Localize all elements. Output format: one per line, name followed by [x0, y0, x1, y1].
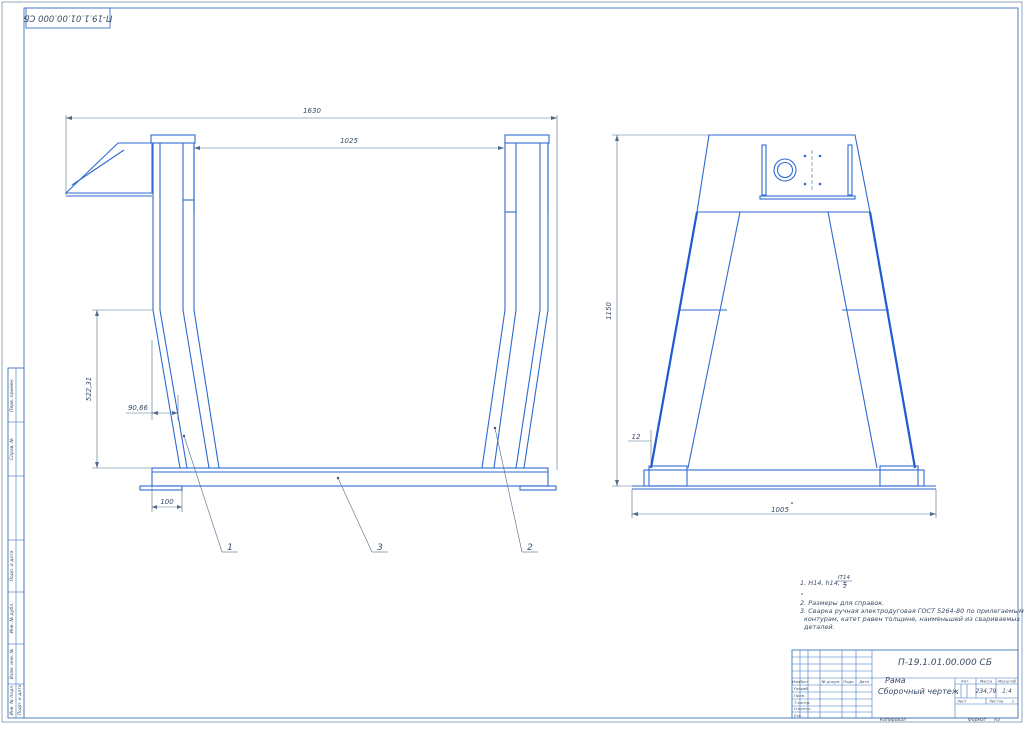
dim-overall-width: 1630 [303, 107, 321, 115]
note-1-fraction-top: IT14 [838, 575, 850, 581]
strip-label-4: Инв. № дубл. [9, 603, 15, 634]
left-bracket [64, 142, 153, 194]
strip-label-6: Подп. и дата [17, 684, 23, 715]
side-legs [649, 211, 917, 469]
tb-scale-value: 1:4 [1002, 688, 1012, 695]
top-stamp: П-19.1.01.00.000 СБ [23, 7, 112, 29]
base-beam [139, 467, 557, 491]
tb-row-utv: Утв. [794, 713, 802, 718]
tb-sheets-label: Листов [988, 699, 1004, 704]
callout-1: 1 [182, 434, 238, 553]
note-1: 1. H14, h14, ± [800, 579, 848, 587]
tb-sheet-label: Лист [956, 699, 967, 704]
strip-label-2: Справ. № [9, 438, 15, 460]
strip-label-3: Подп. и дата [9, 550, 15, 581]
svg-text:2: 2 [527, 543, 533, 553]
tb-col-sign: Подп. [843, 679, 855, 684]
tb-sheets-value: 1 [1012, 699, 1014, 704]
svg-text:3: 3 [377, 543, 383, 553]
strip-label-5: Взам. инв. № [9, 648, 15, 679]
tb-col-date: Дата [858, 679, 870, 684]
tb-scale-label: Масштаб [998, 679, 1017, 684]
top-stamp-code: П-19.1.01.00.000 СБ [23, 13, 112, 23]
dim-offset: 90,66 [128, 404, 149, 412]
format-label: Формат [968, 717, 987, 723]
strip-label-7: Инв. № подл. [9, 684, 15, 715]
tb-designation: П-19.1.01.00.000 СБ [898, 658, 992, 668]
dim-inner-width: 1025 [340, 137, 358, 145]
note-3-line1: 3. Сварка ручная электродуговая ГОСТ 526… [800, 607, 1024, 615]
dim-side-small: 12 [632, 433, 641, 441]
dim-side-height: 1150 [605, 302, 613, 320]
side-view: 1150 12 1005 [605, 134, 937, 518]
copy-label: Копировал [880, 717, 906, 723]
tb-mass-label: Масса [980, 679, 993, 684]
tb-col-izm: Изм [792, 679, 800, 684]
callout-2: 2 [493, 426, 538, 553]
title-block: Изм Лист № докум. Подп. Дата Разраб. Про… [791, 649, 1019, 719]
tb-row-razrab: Разраб. [794, 686, 809, 691]
technical-notes: 1. H14, h14, ± IT14 2 2. Размеры для спр… [800, 575, 1024, 631]
tb-name-line2: Сборочный чертеж [878, 687, 960, 696]
side-base [632, 465, 936, 490]
front-view: 1630 1025 [64, 107, 558, 553]
note-1-fraction-bottom: 2 [843, 584, 847, 590]
tb-name-line1: Рама [885, 676, 906, 685]
left-post [150, 134, 220, 469]
dim-side-base-width: 1005 [771, 506, 789, 514]
tb-row-tkontr: Т.контр. [794, 700, 810, 705]
format-value: А3 [993, 717, 1000, 723]
tb-col-list: Лист [798, 679, 809, 684]
drawing-frame [23, 7, 1019, 719]
side-head [696, 134, 871, 213]
note-3-line2: контурам, катет равен толщине, наименьше… [804, 615, 1020, 623]
tb-row-prov: Пров. [794, 693, 805, 698]
tb-row-nkontr: Н.контр. [794, 706, 811, 711]
tb-mass-value: 234,79 [976, 688, 997, 695]
dim-left-height: 522,31 [85, 377, 93, 402]
tb-lit-label: Лит. [960, 679, 970, 684]
note-2: 2. Размеры для справок. [800, 599, 884, 607]
side-strip: Перв. примен. Справ. № Подп. и дата Инв.… [7, 367, 25, 719]
note-3-line3: деталей. [803, 623, 835, 631]
dim-foot-width: 100 [160, 498, 174, 506]
callout-3: 3 [336, 476, 388, 553]
svg-text:1: 1 [227, 543, 233, 553]
strip-label-1: Перв. примен. [9, 378, 15, 412]
tb-col-doc: № докум. [821, 679, 841, 684]
right-post [481, 134, 550, 469]
side-bore [773, 158, 797, 182]
